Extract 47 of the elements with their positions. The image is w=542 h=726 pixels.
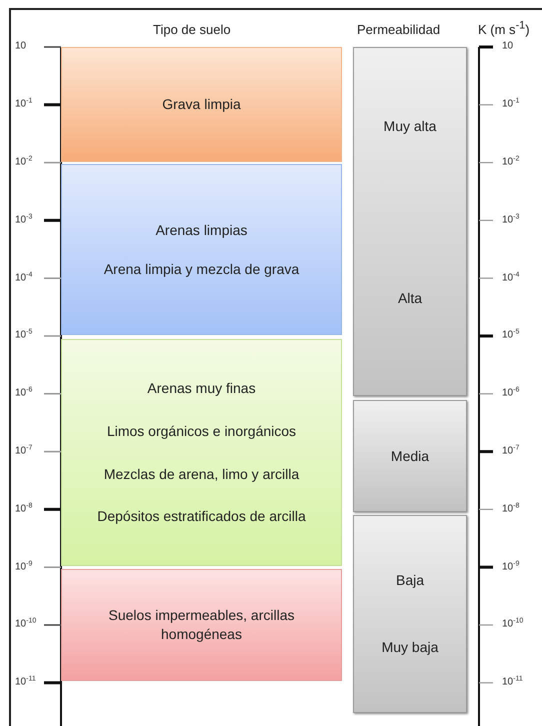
- column-header: Permeabilidad: [357, 22, 440, 37]
- axis-tick-label: 10$^{-6}$: [15, 386, 32, 399]
- column-header: K (m s$^{-1}$): [478, 20, 530, 38]
- band-label: Muy baja: [382, 638, 438, 657]
- axis-tick-label: 10: [502, 40, 514, 52]
- band-label: Grava limpia: [162, 95, 241, 114]
- axis-tick-label: 10$^{-11}$: [15, 675, 36, 688]
- axis-tick-label: 10$^{-2}$: [502, 155, 520, 168]
- soil-band: [61, 569, 342, 681]
- band-label: Suelos impermeables, arcillas homogéneas: [108, 606, 296, 644]
- axis-tick-label: 10$^{-1}$: [502, 97, 520, 110]
- axis-tick-label: 10$^{-5}$: [15, 328, 32, 341]
- band-label: Depósitos estratificados de arcilla: [97, 507, 306, 526]
- axis-tick-label: 10$^{-11}$: [502, 675, 523, 688]
- axis-tick-label: 10$^{-7}$: [502, 444, 520, 457]
- axis-tick-label: 10$^{-6}$: [502, 386, 520, 399]
- axis-tick-label: 10$^{-5}$: [502, 328, 520, 341]
- permeability-band: [353, 400, 467, 512]
- axis-tick-label: 10$^{-2}$: [15, 155, 32, 168]
- axis-tick-label: 10$^{-7}$: [15, 444, 32, 457]
- axis-tick-label: 10$^{-9}$: [15, 560, 32, 572]
- band-label: Arenas limpias: [156, 220, 248, 240]
- band-label: Arenas muy finas: [147, 378, 256, 398]
- axis-tick-label: 10$^{-8}$: [15, 502, 32, 514]
- soil-band: [61, 47, 342, 162]
- axis-tick-label: 10$^{-3}$: [502, 213, 520, 226]
- soil-band: [61, 339, 342, 566]
- permeability-band: [353, 515, 467, 713]
- band-label: Mezclas de arena, limo y arcilla: [104, 464, 300, 484]
- axis-tick-label: 10$^{-3}$: [15, 213, 32, 226]
- band-label: Limos orgánicos e inorgánicos: [106, 422, 296, 440]
- band-label: Alta: [398, 289, 422, 308]
- permeability-band: [353, 47, 467, 396]
- band-label: Arena limpia y mezcla de grava: [104, 260, 300, 278]
- axis-tick-label: 10$^{-4}$: [15, 270, 32, 284]
- axis-tick-label: 10$^{-10}$: [502, 618, 524, 630]
- band-label: Baja: [396, 571, 424, 590]
- soil-band: [61, 164, 342, 335]
- axis-tick-label: 10$^{-9}$: [502, 560, 520, 572]
- axis-tick-label: 10$^{-4}$: [502, 270, 520, 284]
- axis-tick-label: 10$^{-10}$: [15, 618, 36, 630]
- axis-tick-label: 10: [15, 40, 26, 52]
- axis-tick-label: 10$^{-1}$: [15, 97, 32, 110]
- axis-tick-label: 10$^{-8}$: [502, 502, 520, 514]
- column-header: Tipo de suelo: [153, 22, 231, 37]
- band-label: Muy alta: [384, 117, 436, 136]
- band-label: Media: [390, 446, 430, 466]
